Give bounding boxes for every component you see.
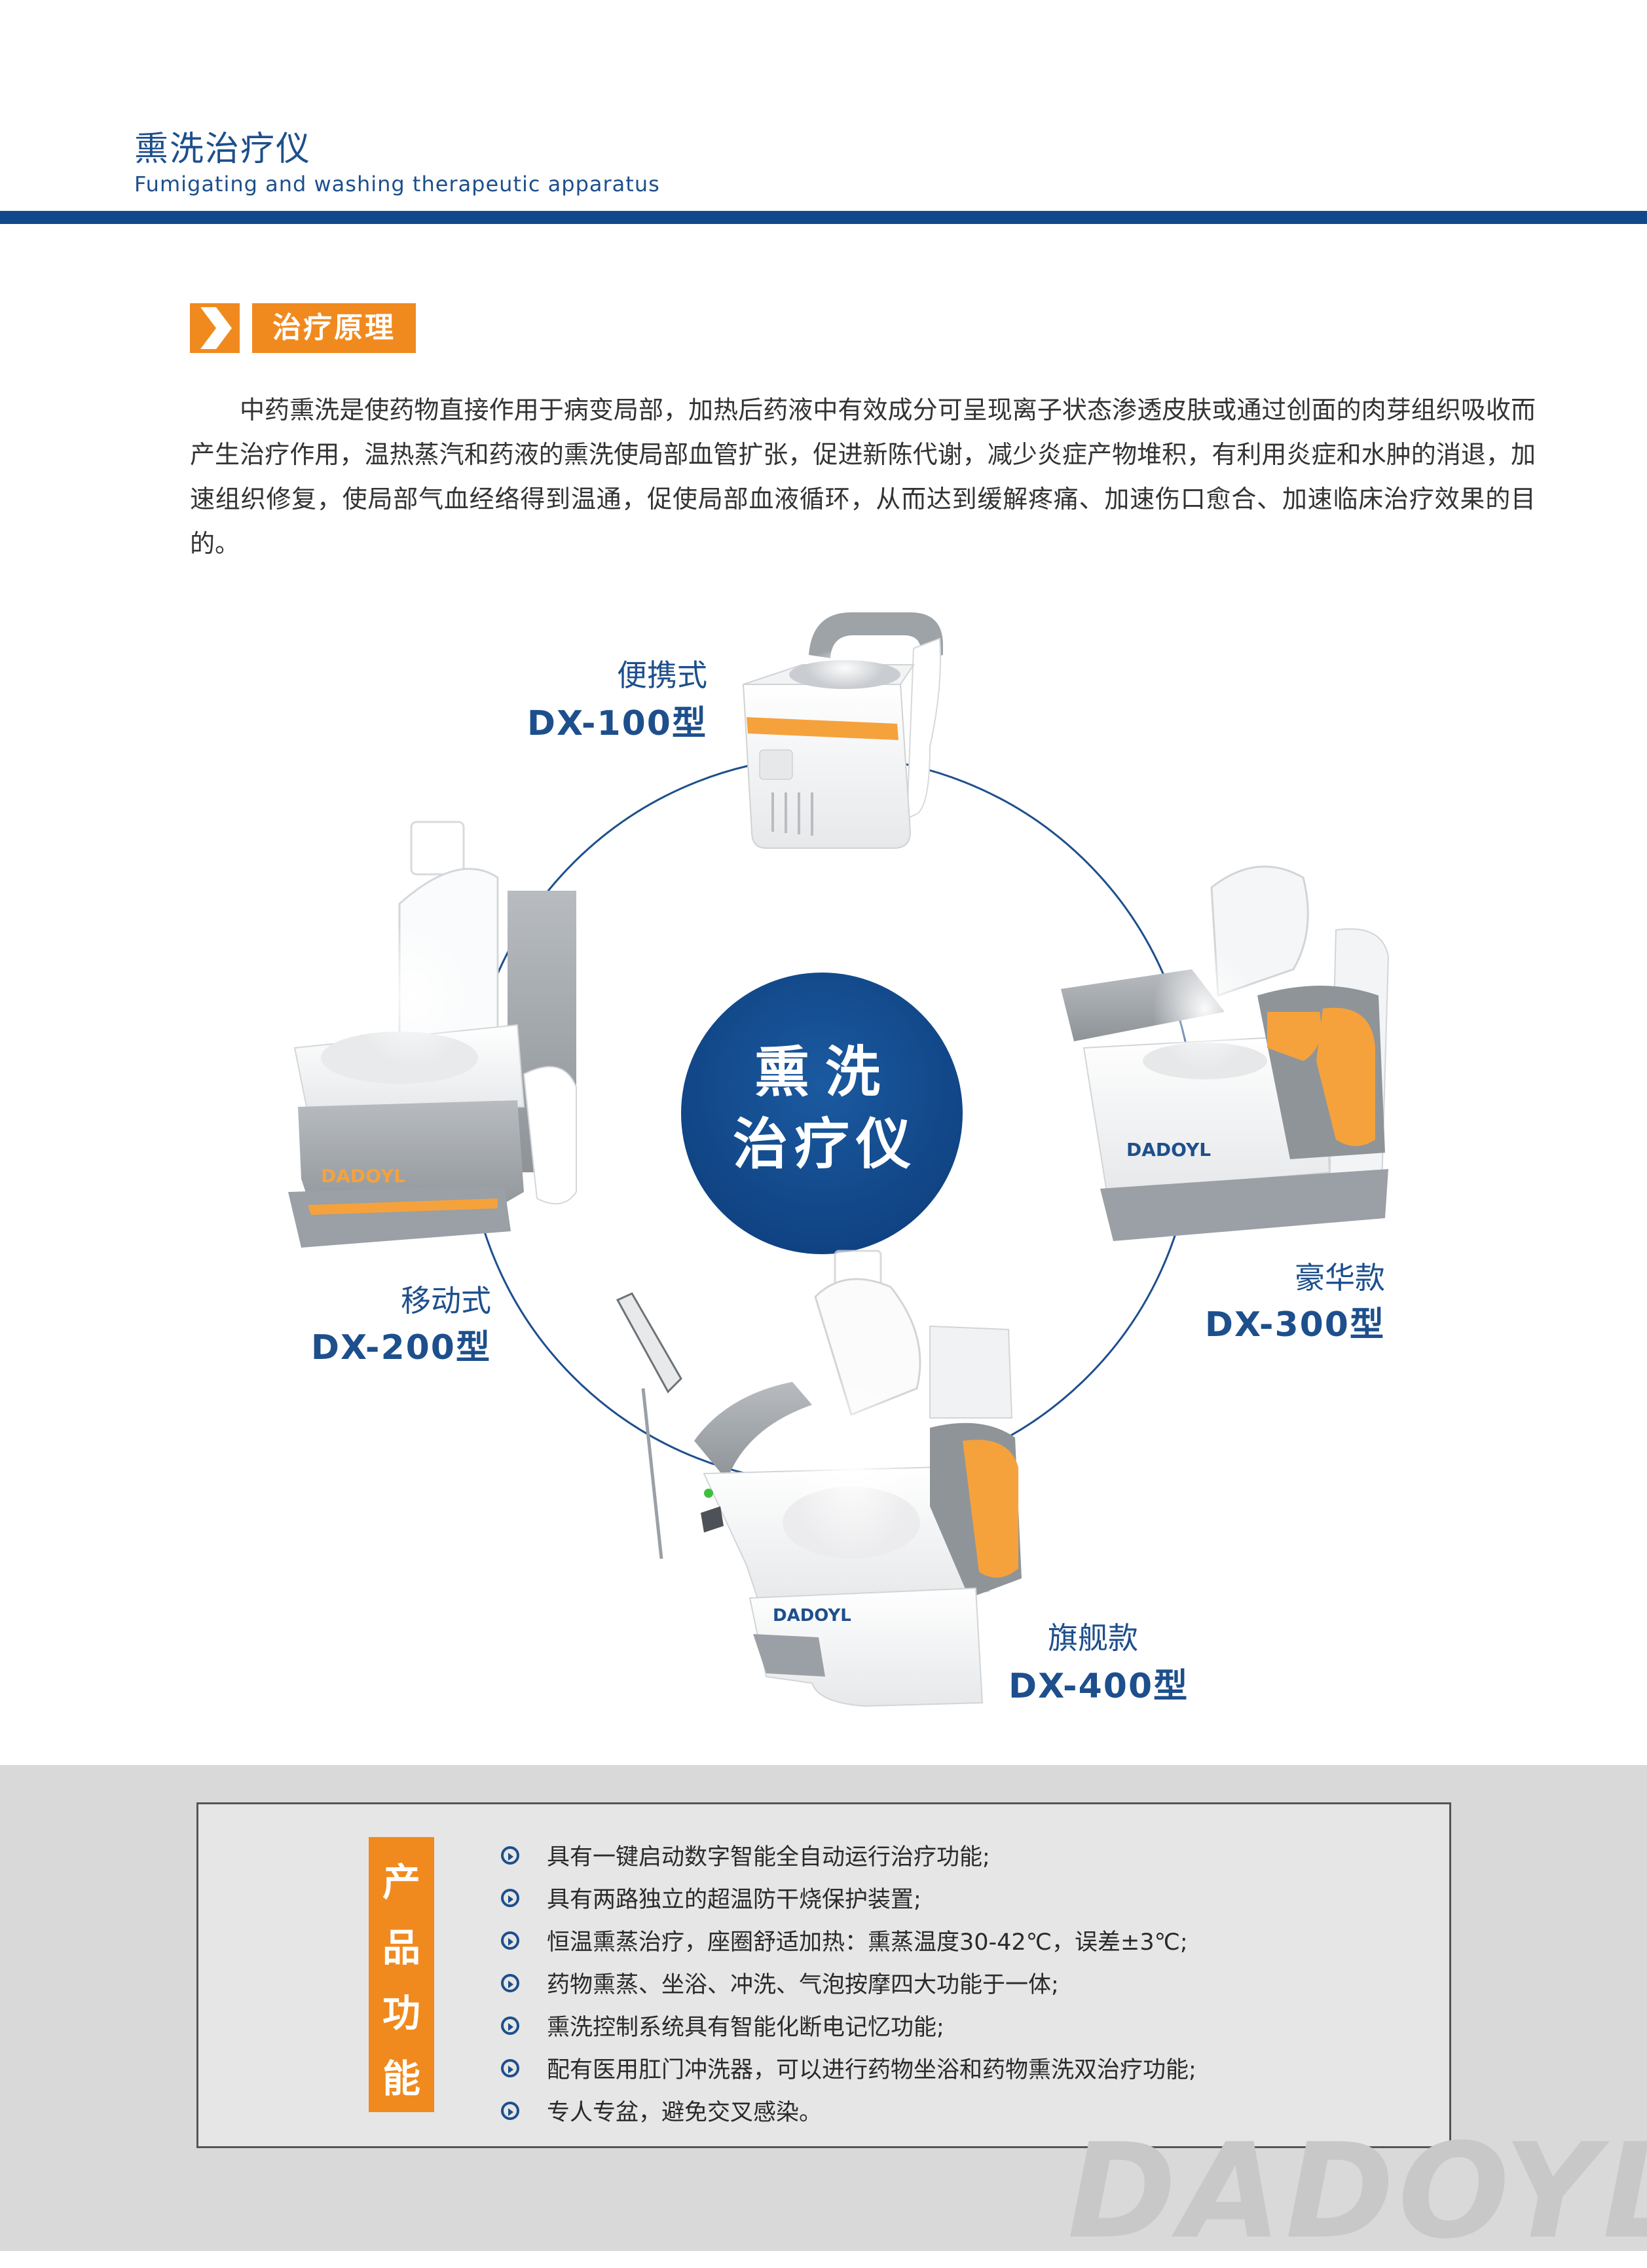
intro-paragraph: 中药熏洗是使药物直接作用于病变局部，加热后药液中有效成分可呈现离子状态渗透皮肤或… — [190, 396, 1536, 558]
feature-list: 具有一键启动数字智能全自动运行治疗功能; 具有两路独立的超温防干烧保护装置; 恒… — [501, 1834, 1196, 2132]
page-title: 熏洗治疗仪 — [134, 130, 312, 169]
device-logo: DADOYL — [773, 1606, 851, 1626]
brand-watermark: DADOYL — [1067, 2115, 1647, 2268]
product-model-dx200: DX-200型 — [310, 1328, 491, 1367]
list-item: 专人专盆，避免交叉感染。 — [501, 2089, 1196, 2132]
features-tag-char: 品 — [382, 1925, 420, 1970]
list-item: 药物熏蒸、坐浴、冲洗、气泡按摩四大功能于一体; — [501, 1961, 1196, 2004]
circle-arrow-icon — [501, 2016, 519, 2035]
feature-text: 具有两路独立的超温防干烧保护装置; — [547, 1887, 921, 1913]
list-item: 具有两路独立的超温防干烧保护装置; — [501, 1876, 1196, 1919]
circle-arrow-icon — [501, 1888, 519, 1907]
section-heading-box — [252, 303, 416, 353]
section-heading: 治疗原理 — [272, 311, 396, 344]
center-disc — [681, 973, 963, 1254]
product-model-dx100: DX-100型 — [527, 704, 707, 743]
feature-text: 专人专盆，避免交叉感染。 — [547, 2100, 823, 2126]
product-type-dx400: 旗舰款 — [1048, 1620, 1138, 1656]
product-type-dx300: 豪华款 — [1295, 1260, 1385, 1295]
center-label-line1: 熏洗 — [754, 1040, 896, 1104]
circle-arrow-icon — [501, 2058, 519, 2077]
product-model-dx400: DX-400型 — [1009, 1667, 1189, 1706]
product-model-dx300: DX-300型 — [1204, 1305, 1385, 1345]
product-type-dx100: 便携式 — [617, 658, 707, 693]
features-tag-char: 功 — [382, 1991, 420, 2036]
product-circle-diagram: DADOYL DADOYL DADOYL — [288, 612, 1390, 1707]
feature-text: 药物熏蒸、坐浴、冲洗、气泡按摩四大功能于一体; — [547, 1972, 1059, 1998]
product-image-dx300: DADOYL — [1061, 865, 1390, 1241]
list-item: 恒温熏蒸治疗，座圈舒适加热：熏蒸温度30-42℃，误差±3℃; — [501, 1919, 1196, 1961]
features-tag-char: 能 — [382, 2056, 420, 2101]
device-logo: DADOYL — [1126, 1139, 1211, 1161]
page-subtitle: Fumigating and washing therapeutic appar… — [134, 172, 660, 196]
center-label-line2: 治疗仪 — [732, 1112, 917, 1176]
product-type-dx200: 移动式 — [401, 1283, 491, 1318]
list-item: 熏洗控制系统具有智能化断电记忆功能; — [501, 2004, 1196, 2047]
circle-arrow-icon — [501, 2101, 519, 2120]
list-item: 具有一键启动数字智能全自动运行治疗功能; — [501, 1834, 1196, 1876]
device-logo: DADOYL — [321, 1165, 405, 1187]
header-rule — [0, 211, 1647, 224]
circle-arrow-icon — [501, 1931, 519, 1950]
features-tag: 产 品 功 能 — [369, 1837, 434, 2112]
list-item: 配有医用肛门冲洗器，可以进行药物坐浴和药物熏洗双治疗功能; — [501, 2047, 1196, 2089]
product-image-dx200: DADOYL — [288, 821, 577, 1248]
product-image-dx100 — [742, 612, 943, 849]
product-image-dx400: DADOYL — [616, 1250, 1022, 1707]
chevron-right-icon — [190, 303, 240, 353]
feature-text: 配有医用肛门冲洗器，可以进行药物坐浴和药物熏洗双治疗功能; — [547, 2057, 1196, 2083]
features-tag-char: 产 — [382, 1860, 420, 1905]
feature-text: 熏洗控制系统具有智能化断电记忆功能; — [547, 2015, 944, 2041]
feature-text: 恒温熏蒸治疗，座圈舒适加热：熏蒸温度30-42℃，误差±3℃; — [547, 1929, 1188, 1956]
circle-arrow-icon — [501, 1973, 519, 1992]
circle-arrow-icon — [501, 1846, 519, 1865]
feature-text: 具有一键启动数字智能全自动运行治疗功能; — [547, 1844, 990, 1870]
